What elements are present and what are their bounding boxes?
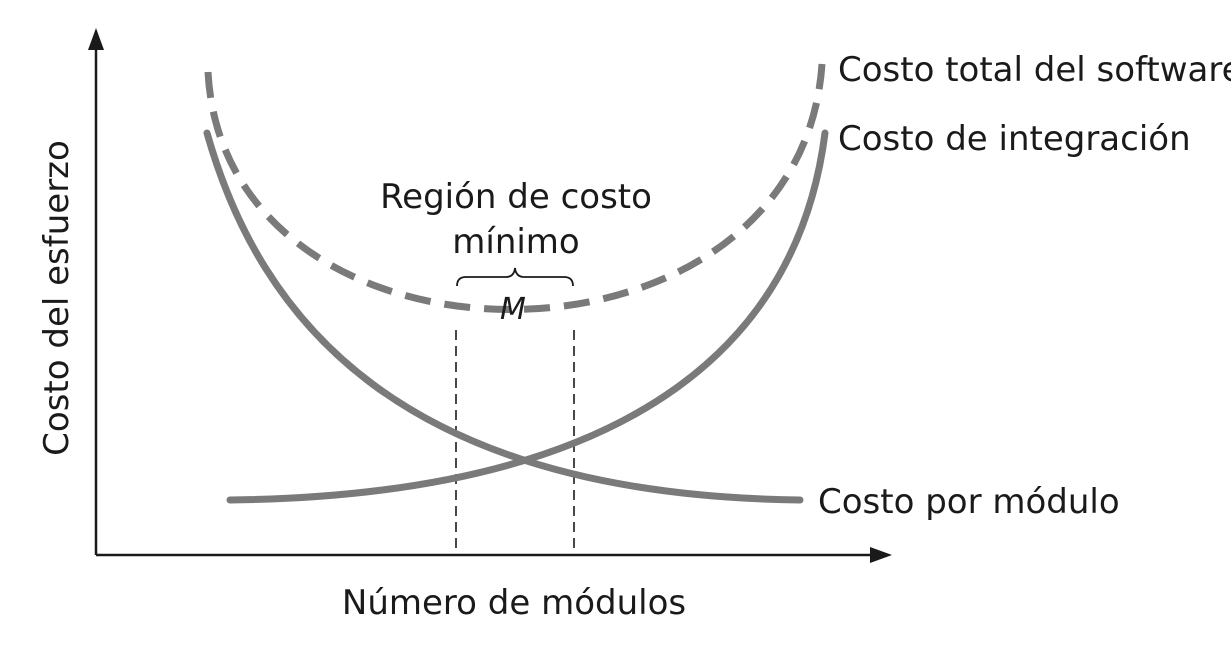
x-axis-label: Número de módulos — [342, 583, 686, 623]
region-brace — [456, 267, 574, 287]
total-cost-label: Costo total del software — [838, 50, 1231, 90]
total-software-cost-curve — [204, 63, 826, 313]
region-title-line2: mínimo — [452, 222, 579, 262]
region-title-line1: Región de costo — [380, 177, 652, 217]
y-axis-arrow — [88, 28, 104, 50]
x-axis-arrow — [870, 547, 892, 563]
integration-cost-curve — [226, 129, 829, 504]
y-axis-label: Costo del esfuerzo — [37, 140, 77, 456]
per-module-cost-curve — [203, 129, 804, 504]
region-marker-m: M — [500, 292, 526, 327]
per-module-cost-label: Costo por módulo — [818, 482, 1120, 522]
integration-cost-label: Costo de integración — [838, 119, 1191, 159]
